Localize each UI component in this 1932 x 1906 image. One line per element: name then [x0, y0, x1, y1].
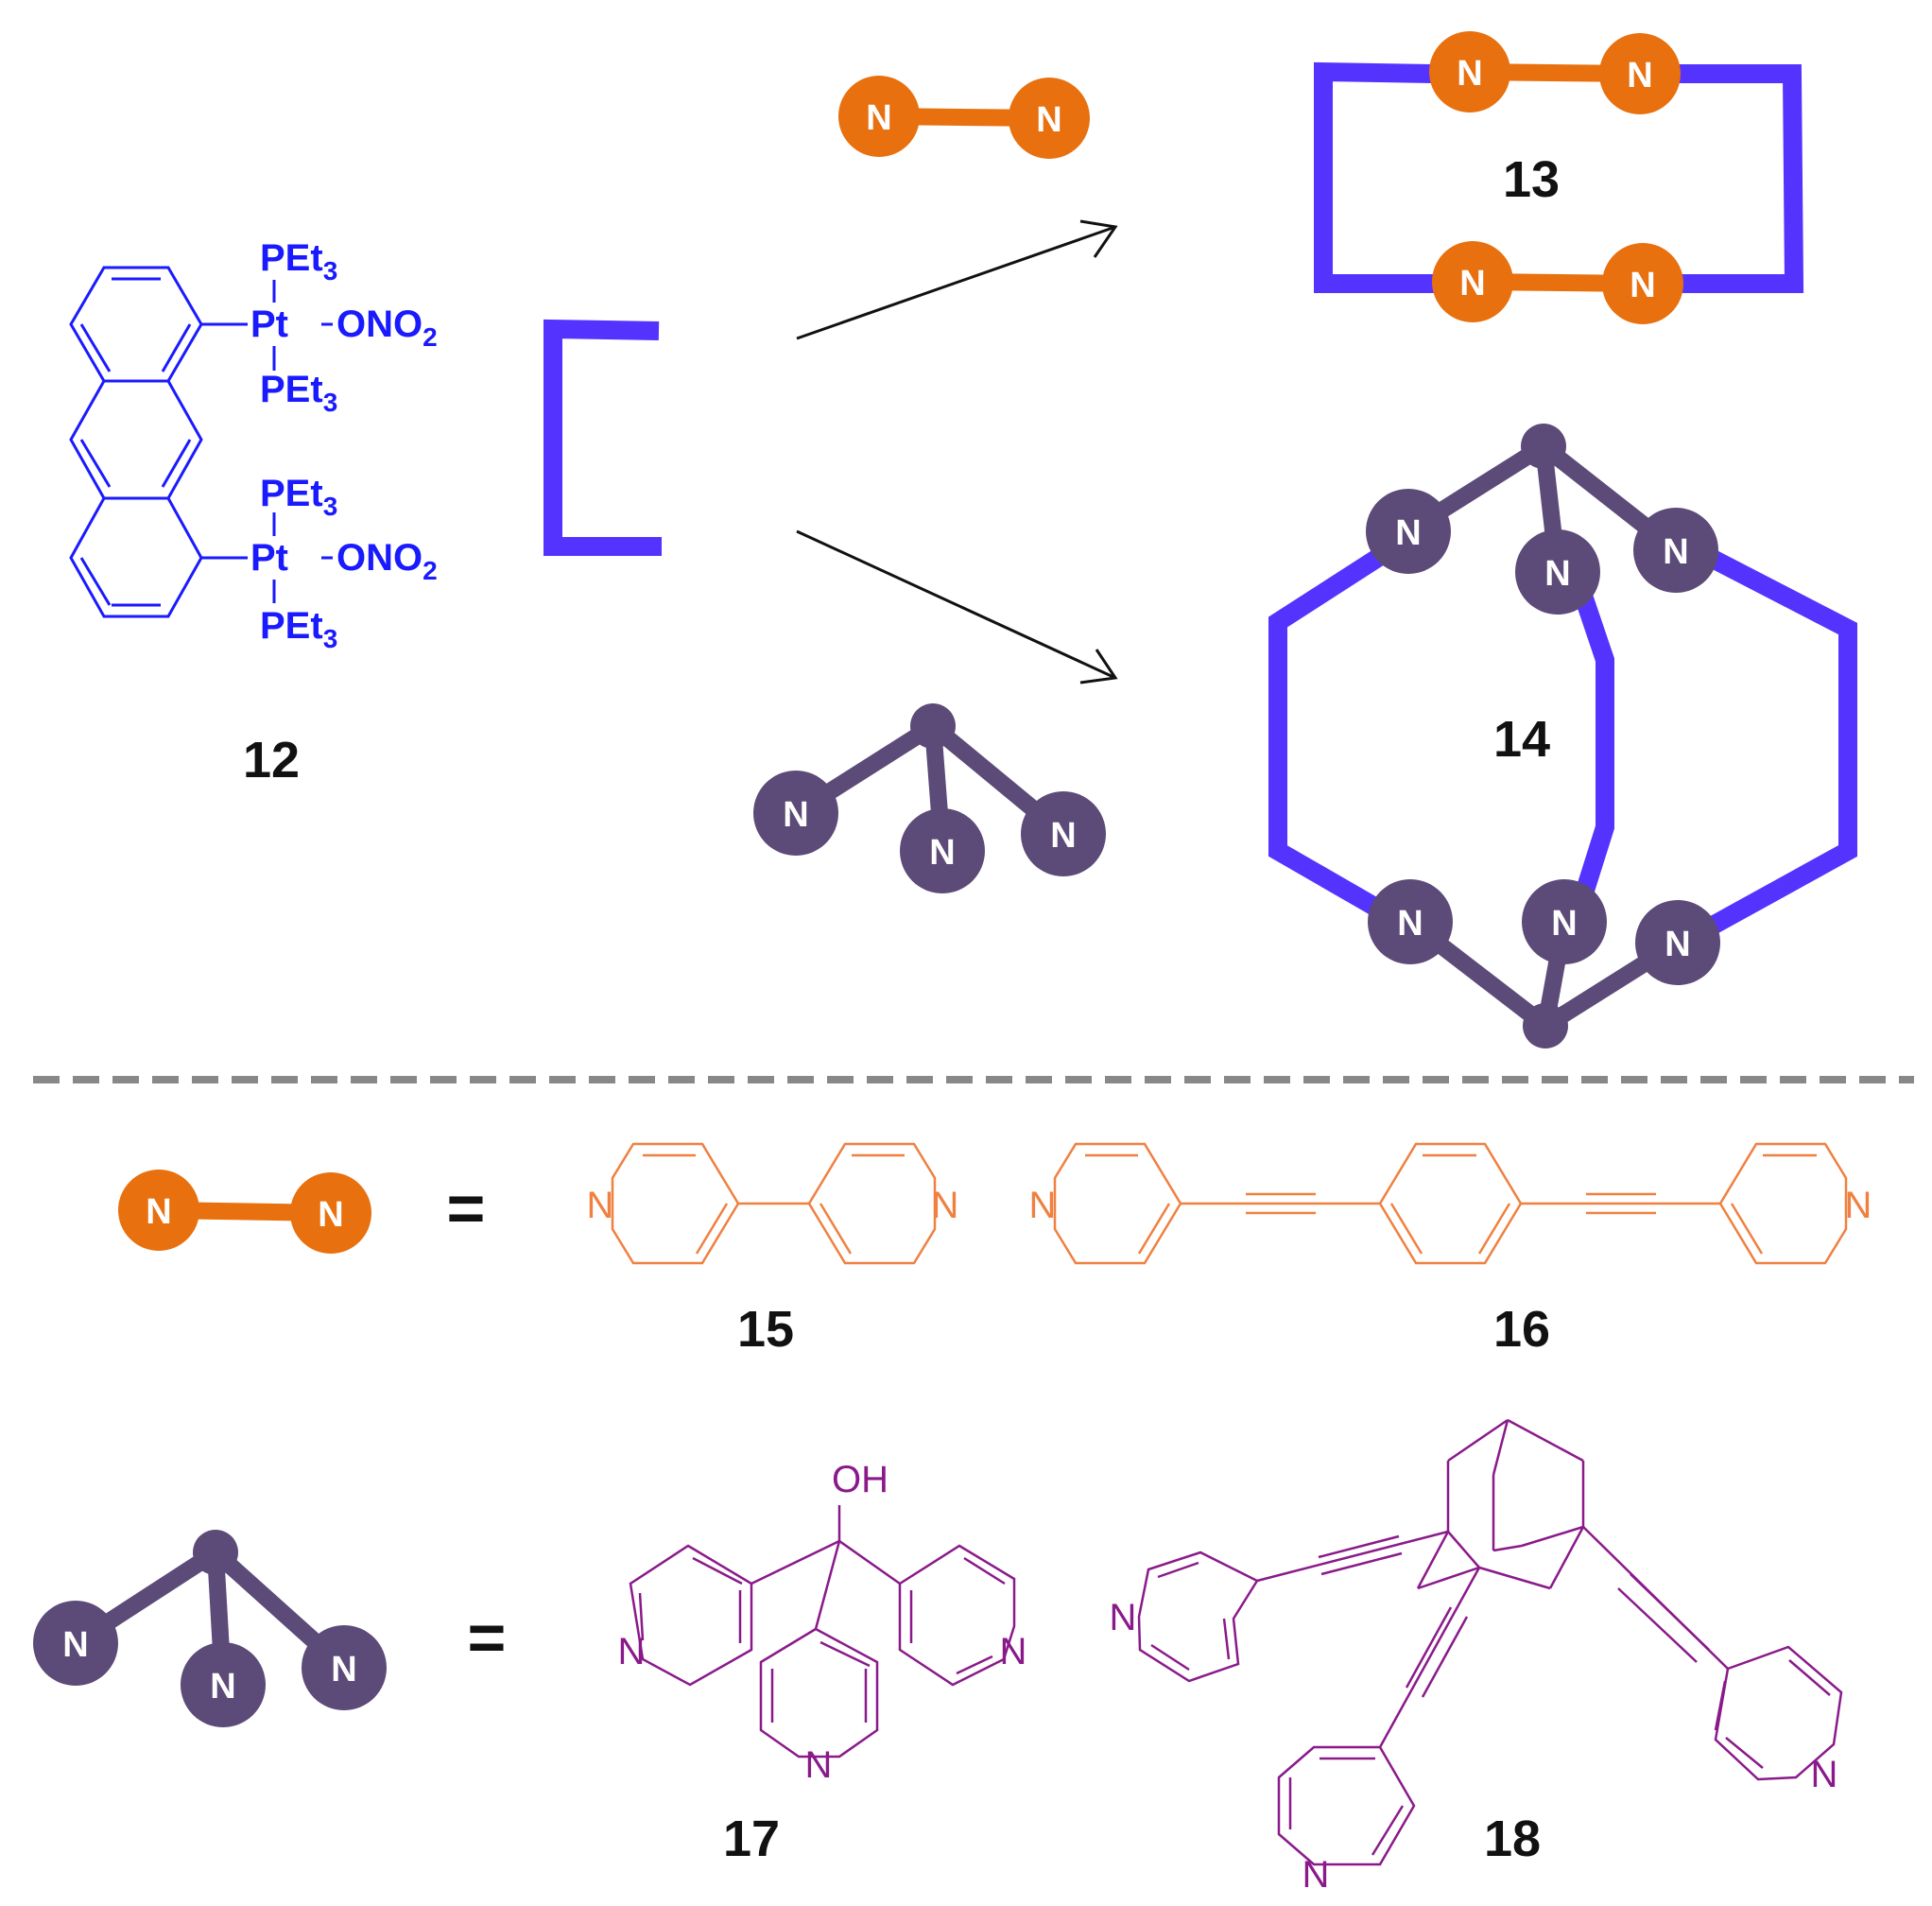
- svg-text:N: N: [1457, 54, 1482, 94]
- tritopic-linker-icon-legend: N N N: [33, 1530, 387, 1727]
- m15-n-right: N: [932, 1185, 959, 1226]
- m12-pet3-2: PEt3: [260, 369, 337, 417]
- svg-text:N: N: [1544, 554, 1570, 594]
- molecule-12: [69, 266, 333, 618]
- svg-text:N: N: [1036, 100, 1061, 140]
- m18-n-left: N: [1110, 1597, 1137, 1638]
- m17-n-left: N: [618, 1631, 646, 1672]
- reaction-arrow-to-14: [796, 529, 1118, 684]
- m18-n-bottom: N: [1302, 1854, 1330, 1896]
- m15-n-left: N: [587, 1185, 614, 1226]
- svg-text:N: N: [331, 1650, 356, 1689]
- svg-text:N: N: [1627, 56, 1652, 95]
- equals-sign-ditopic: =: [447, 1171, 486, 1245]
- svg-text:N: N: [146, 1192, 171, 1232]
- m16-n-left: N: [1029, 1185, 1057, 1226]
- svg-text:N: N: [1551, 904, 1577, 944]
- svg-text:N: N: [318, 1195, 343, 1235]
- ditopic-linker-icon-top: N N: [838, 76, 1090, 159]
- m12-pet3-4: PEt3: [260, 605, 337, 653]
- m12-pt-1: Pt: [250, 303, 288, 345]
- m12-ring-lower: [69, 496, 203, 618]
- m12-ono2-2: ONO2: [336, 537, 438, 585]
- equals-sign-tritopic: =: [468, 1601, 507, 1674]
- molecule-12-text: PEt3 Pt ONO2 PEt3 PEt3 Pt ONO2 PEt3: [250, 237, 438, 653]
- svg-text:N: N: [783, 795, 808, 835]
- compound-label-12: 12: [243, 732, 300, 788]
- m12-ring-upper-left: [69, 266, 203, 383]
- m12-pet3-1: PEt3: [260, 237, 337, 286]
- svg-text:N: N: [1397, 904, 1423, 944]
- tritopic-linker-icon-middle: N N N: [753, 703, 1106, 893]
- m12-pt-2: Pt: [250, 537, 288, 579]
- compound-label-17: 17: [723, 1811, 780, 1867]
- m17-n-right: N: [1000, 1631, 1027, 1672]
- svg-text:N: N: [866, 98, 891, 138]
- ditopic-linker-icon-legend: N N: [118, 1170, 371, 1254]
- reaction-arrow-to-13: [796, 219, 1118, 340]
- compound-label-18: 18: [1484, 1811, 1541, 1867]
- svg-text:N: N: [929, 833, 955, 873]
- svg-text:N: N: [1663, 532, 1688, 572]
- molecule-16: [1053, 1142, 1848, 1265]
- svg-text:N: N: [210, 1667, 235, 1707]
- svg-text:N: N: [1665, 925, 1690, 964]
- platinum-clip-bracket: [543, 319, 662, 556]
- m12-pet3-3: PEt3: [260, 473, 337, 521]
- m16-n-right: N: [1845, 1185, 1872, 1226]
- compound-label-14: 14: [1493, 711, 1550, 768]
- m12-ono2-1: ONO2: [336, 303, 438, 352]
- molecule-18: [1137, 1418, 1843, 1866]
- m18-n-right: N: [1811, 1754, 1838, 1795]
- molecule-17: [629, 1505, 1016, 1759]
- assembly-14: N N N N N N: [1268, 424, 1857, 1048]
- svg-text:N: N: [62, 1625, 88, 1665]
- svg-text:N: N: [1395, 513, 1421, 553]
- m12-ring-middle: [69, 379, 203, 500]
- compound-label-13: 13: [1503, 151, 1560, 208]
- svg-text:N: N: [1050, 816, 1076, 856]
- m17-oh: OH: [832, 1459, 888, 1500]
- svg-text:N: N: [1630, 266, 1655, 305]
- svg-text:N: N: [1459, 264, 1485, 303]
- molecule-15: [611, 1142, 937, 1265]
- assembly-13: N N N N: [1314, 31, 1804, 324]
- compound-label-15: 15: [737, 1301, 794, 1358]
- m17-n-bottom: N: [805, 1744, 833, 1786]
- compound-label-16: 16: [1493, 1301, 1550, 1358]
